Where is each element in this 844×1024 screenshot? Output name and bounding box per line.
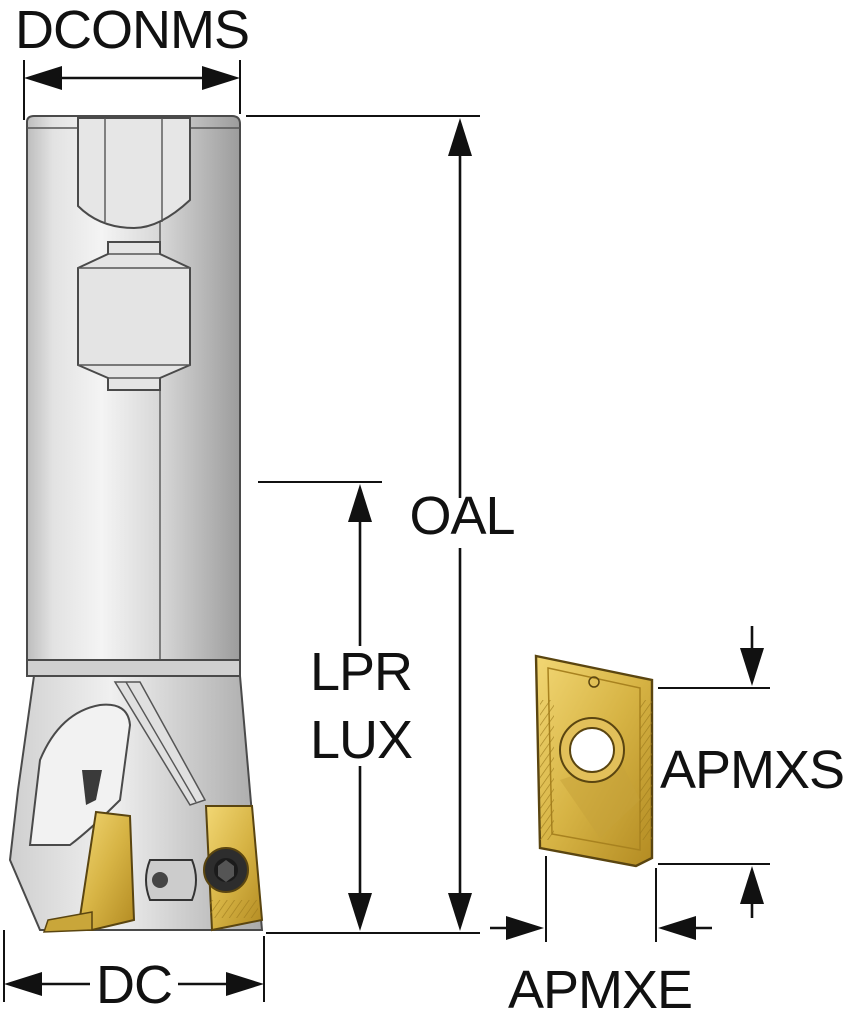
label-oal: OAL xyxy=(409,486,514,546)
dimension-dconms: DCONMS xyxy=(15,0,250,120)
dimension-dc: DC xyxy=(3,930,265,1015)
end-mill-illustration xyxy=(8,115,264,933)
dimension-apmxe: APMXE xyxy=(490,856,712,1020)
dimension-lpr-lux: LPR LUX xyxy=(258,481,413,931)
label-lpr: LPR xyxy=(310,642,412,702)
coolant-channel xyxy=(113,681,207,806)
label-lux: LUX xyxy=(310,710,412,770)
dimension-oal: OAL xyxy=(246,115,516,934)
label-dconms: DCONMS xyxy=(15,0,249,60)
label-dc: DC xyxy=(96,955,172,1015)
dimension-apmxs: APMXS xyxy=(658,626,844,918)
indexable-insert-illustration xyxy=(534,654,654,868)
torx-screw-icon xyxy=(152,872,168,888)
front-insert xyxy=(76,810,136,931)
chip-flute-left xyxy=(28,703,132,846)
label-apmxe: APMXE xyxy=(508,960,692,1020)
weldon-flat-lower xyxy=(77,241,191,391)
label-apmxs: APMXS xyxy=(660,740,844,800)
weldon-flat-upper xyxy=(77,117,191,230)
